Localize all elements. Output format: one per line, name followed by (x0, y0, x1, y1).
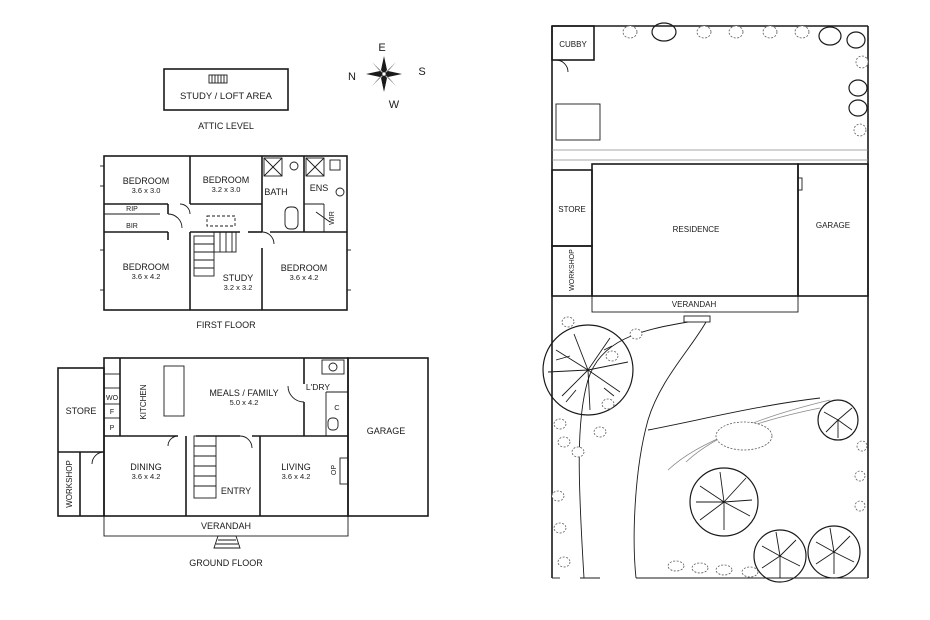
ground-op-label: OP (331, 465, 338, 475)
site-workshop-outline (551, 245, 593, 297)
ground-store-label: STORE (66, 406, 97, 416)
ground-entry-label: ENTRY (221, 486, 251, 496)
site-shrubs (551, 22, 869, 578)
ground-meals-label: MEALS / FAMILY (209, 388, 278, 398)
first-wir-label: WIR (329, 211, 336, 225)
first-study-dim: 3.2 x 3.2 (224, 283, 253, 292)
site-store-label: STORE (558, 205, 585, 214)
site-plan: CUBBY STORE WORKSHOP RESIDENCE GARAGE VE… (542, 22, 869, 583)
compass-s-label: S (418, 66, 425, 78)
site-garage-label: GARAGE (816, 221, 850, 230)
first-bed1-label: BEDROOM (123, 176, 170, 186)
first-bed3-dim: 3.6 x 4.2 (132, 272, 161, 281)
ground-wo-label: WO (106, 395, 119, 402)
garage-outline (347, 357, 429, 517)
first-floor-title: FIRST FLOOR (196, 320, 256, 330)
first-bed2-dim: 3.2 x 3.0 (212, 185, 241, 194)
attic-room-outline (163, 68, 289, 111)
first-floor-stair-icon (193, 231, 237, 277)
attic-stair-icon (208, 74, 228, 84)
bath-fixtures (263, 157, 299, 230)
site-tree-icon-mid (689, 467, 759, 537)
first-bed4-label: BEDROOM (281, 263, 328, 273)
first-floor-plan: BEDROOM 3.6 x 3.0 BEDROOM 3.2 x 3.0 BATH… (100, 155, 351, 330)
first-bir-label: BIR (126, 223, 138, 230)
attic-level: STUDY / LOFT AREA ATTIC LEVEL (163, 68, 289, 131)
ground-kitchen-label: KITCHEN (139, 384, 148, 419)
ground-living-dim: 3.6 x 4.2 (282, 472, 311, 481)
attic-level-title: ATTIC LEVEL (198, 121, 254, 131)
ground-floor-plan: STORE WORKSHOP WO F P KITCHEN MEALS / FA… (57, 357, 429, 568)
ground-workshop-label: WORKSHOP (65, 460, 74, 508)
compass-n-label: N (348, 71, 356, 83)
site-tree-icon-small-left (753, 529, 807, 583)
compass-rose-icon: E N S W (348, 42, 426, 111)
site-residence-label: RESIDENCE (673, 225, 720, 234)
ground-f-label: F (110, 409, 114, 416)
ground-dining-dim: 3.6 x 4.2 (132, 472, 161, 481)
first-rip-label: RIP (126, 206, 138, 213)
ground-verandah-label: VERANDAH (201, 521, 251, 531)
site-tree-icon-small-right (807, 525, 861, 579)
site-garage-outline (797, 163, 869, 297)
first-floor-outline (103, 155, 348, 311)
ensuite-fixtures (304, 157, 345, 232)
ground-dining-label: DINING (130, 462, 162, 472)
compass-e-label: E (378, 42, 385, 54)
first-bed1-dim: 3.6 x 3.0 (132, 186, 161, 195)
first-bed4-dim: 3.6 x 4.2 (290, 273, 319, 282)
first-bath-label: BATH (264, 187, 287, 197)
ground-p-label: P (110, 425, 115, 432)
attic-room-label: STUDY / LOFT AREA (180, 91, 273, 102)
site-cubby-label: CUBBY (559, 40, 587, 49)
ground-living-label: LIVING (281, 462, 311, 472)
ground-ldry-label: L'DRY (306, 382, 330, 392)
ground-meals-dim: 5.0 x 4.2 (230, 398, 259, 407)
site-tree-icon-large (542, 324, 634, 416)
site-workshop-label: WORKSHOP (569, 249, 576, 291)
site-verandah-label: VERANDAH (672, 300, 717, 309)
site-cubby-outline (551, 25, 595, 61)
first-study-label: STUDY (223, 273, 254, 283)
site-tree-icon-corner (817, 399, 859, 441)
first-bed2-label: BEDROOM (203, 175, 250, 185)
first-bed3-label: BEDROOM (123, 262, 170, 272)
ground-floor-stair-icon (193, 435, 217, 499)
ground-c-label: C (334, 403, 340, 412)
ground-garage-label: GARAGE (367, 426, 406, 436)
first-ens-label: ENS (310, 183, 329, 193)
compass-w-label: W (389, 99, 400, 111)
ground-floor-title: GROUND FLOOR (189, 558, 263, 568)
